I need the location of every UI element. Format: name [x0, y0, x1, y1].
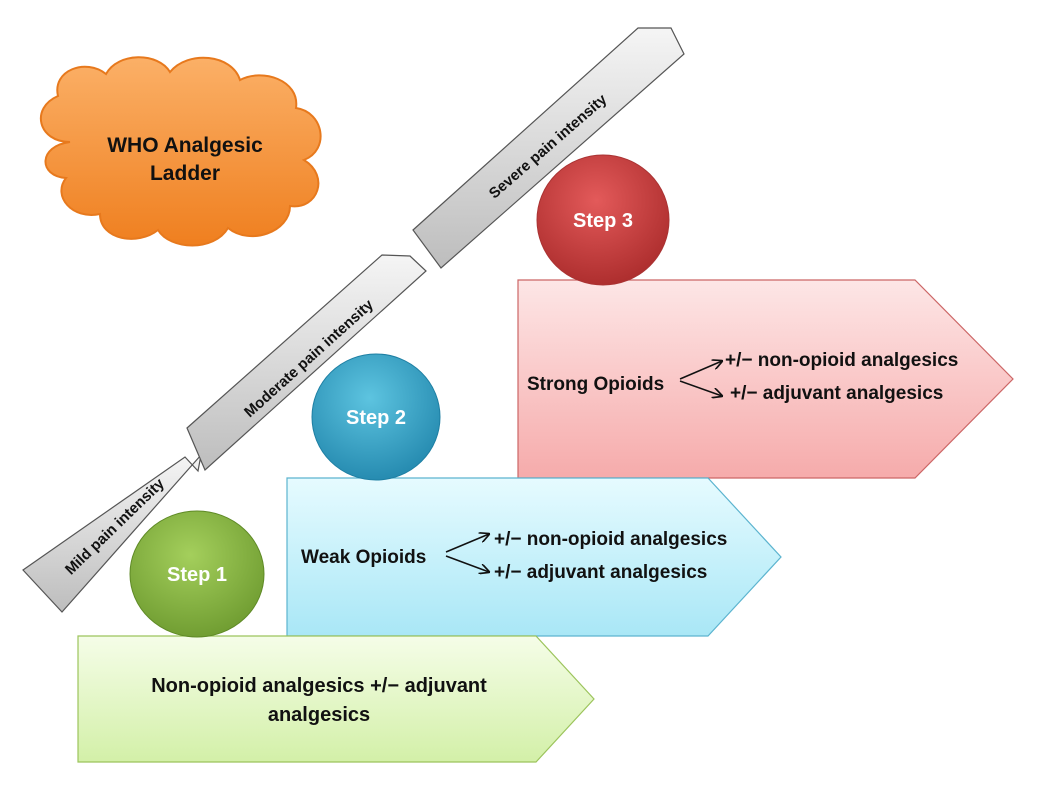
step3-option-2: +/− adjuvant analgesics	[730, 383, 943, 404]
step1-box	[77, 635, 595, 763]
step2-box	[286, 477, 782, 637]
step2-label: Step 2	[346, 407, 406, 429]
step1-circle: Step 1	[129, 510, 265, 638]
cloud-shape	[39, 56, 322, 247]
step2-drug: Weak Opioids	[301, 547, 426, 568]
step2-arrow-up	[445, 534, 489, 553]
step3-arrow-up	[679, 361, 722, 380]
title-cloud: WHO Analgesic Ladder	[39, 56, 322, 247]
step3-circle: Step 3	[536, 154, 670, 286]
title-line-1: WHO Analgesic	[107, 134, 263, 157]
step3-content: Strong Opioids +/− non-opioid analgesics…	[527, 350, 958, 404]
step2-circle: Step 2	[311, 353, 441, 481]
step1-content: Non-opioid analgesics +/− adjuvant analg…	[151, 675, 487, 726]
step2-option-1: +/− non-opioid analgesics	[494, 529, 727, 550]
title-line-2: Ladder	[150, 162, 220, 185]
step1-text-line-2: analgesics	[268, 704, 370, 726]
step2-arrow-down	[445, 555, 489, 572]
step3-label: Step 3	[573, 210, 633, 232]
step3-box	[517, 279, 1014, 479]
step2-content: Weak Opioids +/− non-opioid analgesics +…	[301, 529, 727, 583]
step3-drug: Strong Opioids	[527, 374, 664, 395]
step2-option-2: +/− adjuvant analgesics	[494, 562, 707, 583]
step1-label: Step 1	[167, 564, 227, 586]
step1-text-line-1: Non-opioid analgesics +/− adjuvant	[151, 675, 487, 697]
step3-option-1: +/− non-opioid analgesics	[725, 350, 958, 371]
step3-arrow-down	[679, 380, 722, 396]
